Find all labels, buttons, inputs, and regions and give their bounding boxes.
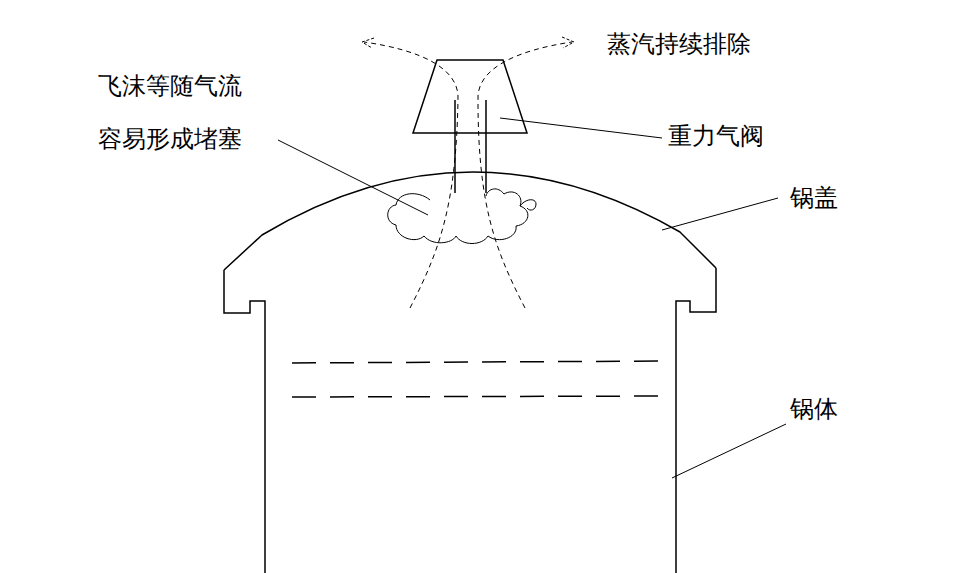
froth-cloud	[388, 189, 528, 244]
valve-stem	[485, 100, 487, 133]
valve-stem	[454, 100, 456, 133]
steam-flow	[478, 42, 572, 308]
leader-line	[500, 118, 662, 138]
valve-weight	[413, 60, 527, 133]
part-name: 锅体	[790, 394, 838, 424]
leader-line	[672, 424, 786, 478]
leader-line	[278, 140, 428, 215]
valve-stem	[485, 100, 487, 193]
liquid-line	[292, 396, 668, 397]
steam-flow	[364, 42, 458, 308]
valve-stem	[454, 100, 456, 193]
part-name: 锅盖	[790, 183, 838, 213]
arrow-head	[362, 38, 374, 48]
froth-cloud	[520, 200, 536, 210]
part-name: 重力气阀	[668, 121, 764, 151]
leader-line	[662, 198, 778, 230]
lid-outline	[224, 172, 716, 270]
left-wall	[224, 270, 265, 573]
froth-note: 飞沫等随气流 容易形成堵塞	[98, 60, 273, 166]
liquid-line	[292, 361, 668, 363]
steam-note: 蒸汽持续排除	[607, 29, 751, 59]
arrow-head	[562, 37, 574, 48]
right-wall	[676, 268, 716, 573]
